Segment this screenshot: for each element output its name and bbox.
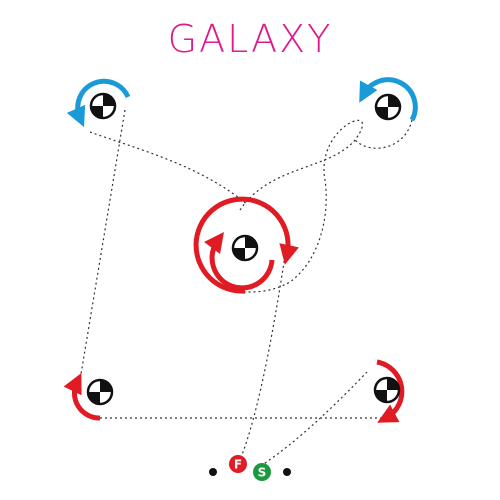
path-topleft-to-bottomleft (79, 109, 126, 381)
dot-right (283, 468, 291, 476)
dotted-paths (79, 109, 413, 466)
blue-ring-arrow (359, 77, 418, 122)
checker-icon (86, 378, 114, 406)
checker-icon (374, 93, 402, 121)
checker-icon (231, 234, 259, 262)
page-title: GALAXY (168, 17, 333, 61)
red-outer-ring-arrow (193, 196, 299, 294)
path-topright-loop (354, 119, 413, 149)
red-inner-ring-arrow (204, 231, 275, 291)
checker-icon (373, 376, 401, 404)
finish-marker-label: F (234, 458, 242, 472)
start-marker-label: S (258, 466, 267, 480)
checker-icon (89, 92, 117, 120)
path-topleft-to-center (89, 131, 249, 206)
dot-left (209, 468, 217, 476)
finish-marker[interactable]: F (229, 455, 247, 473)
start-marker[interactable]: S (253, 463, 271, 481)
path-center-to-topright (239, 119, 363, 293)
node-bottom-right[interactable] (373, 359, 405, 423)
marker-bar: F S (209, 455, 291, 481)
node-center[interactable] (193, 196, 299, 294)
red-ring-arrow (376, 359, 405, 423)
blue-ring-arrow (66, 78, 131, 128)
red-ring-arrow (63, 373, 101, 421)
node-top-left[interactable] (66, 78, 131, 128)
node-top-right[interactable] (359, 77, 418, 122)
node-bottom-left[interactable] (63, 373, 114, 421)
